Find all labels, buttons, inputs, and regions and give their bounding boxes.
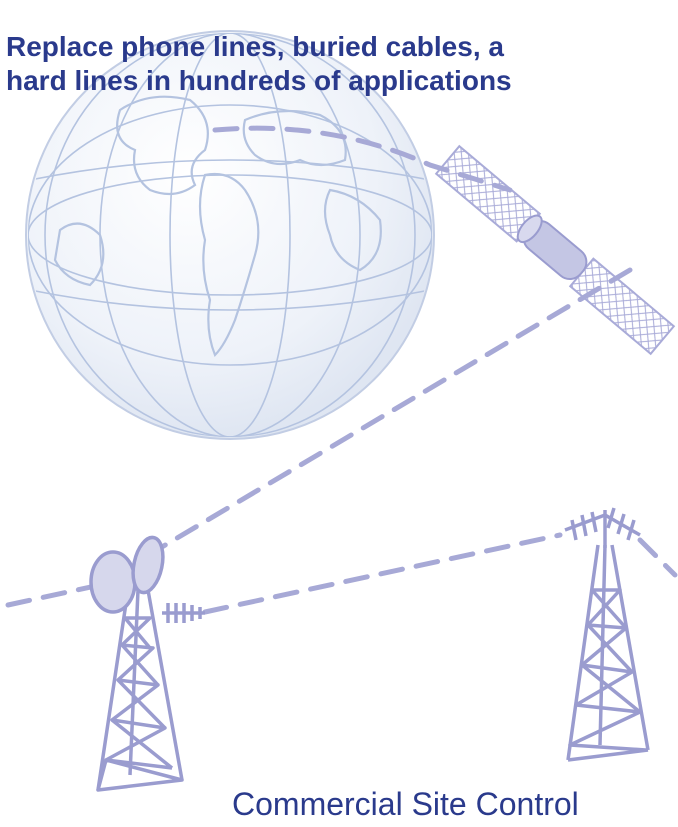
- caption: Commercial Site Control: [232, 786, 579, 822]
- headline-line-1: Replace phone lines, buried cables, a: [6, 31, 504, 62]
- dish-offscreen-link: [5, 582, 103, 608]
- yagi-tower-icon: [564, 507, 650, 762]
- headline-line-2: hard lines in hundreds of applications: [6, 65, 512, 96]
- tower-to-tower-link: [202, 532, 563, 615]
- satellite-to-dish-link: [137, 267, 633, 563]
- headline: Replace phone lines, buried cables, a ha…: [6, 30, 678, 98]
- radio-links: [5, 125, 678, 615]
- satellite-icon: [434, 144, 676, 356]
- dish-tower-icon: [89, 535, 205, 792]
- globe-to-satellite-link: [212, 125, 513, 193]
- yagi-offscreen-link: [637, 537, 678, 578]
